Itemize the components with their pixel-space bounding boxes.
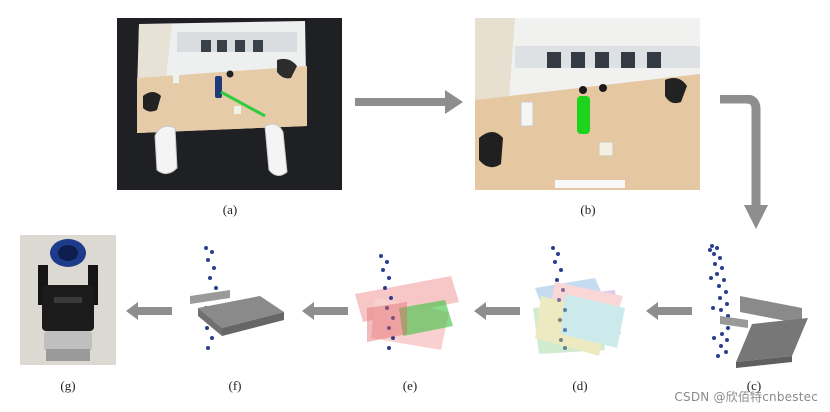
arrow-b-to-c [720, 95, 768, 229]
vr-scene-image [117, 18, 342, 190]
arrow-d-to-e [474, 302, 520, 320]
panel-g-gripper-photo [20, 235, 116, 365]
arrow-e-to-f [302, 302, 348, 320]
grasp-candidates-graphic [533, 246, 625, 356]
label-g: (g) [60, 378, 76, 393]
arrow-a-to-b [355, 90, 463, 114]
panel-f-selected-grasp [178, 238, 290, 368]
label-f: (f) [228, 378, 242, 393]
selected-grasp-graphic [190, 246, 284, 350]
label-b: (b) [580, 202, 596, 217]
panel-b-robot-scene [475, 18, 700, 190]
filtered-grasps-graphic [355, 254, 459, 350]
robot-scene-image [475, 18, 700, 190]
panel-a-vr-view [117, 18, 342, 190]
label-c: (c) [746, 378, 762, 393]
panel-c-pointcloud-grasp [700, 238, 815, 368]
label-e: (e) [402, 378, 418, 393]
panel-d-grasp-candidates [525, 238, 635, 368]
label-a: (a) [222, 202, 238, 217]
pointcloud-grasp-graphic [708, 244, 808, 368]
panel-e-filtered-grasps [355, 238, 465, 368]
arrow-c-to-d [646, 302, 692, 320]
watermark: CSDN @欣佰特cnbestec [674, 390, 818, 404]
arrow-f-to-g [126, 302, 172, 320]
label-d: (d) [572, 378, 588, 393]
gripper-photo-image [20, 235, 116, 365]
